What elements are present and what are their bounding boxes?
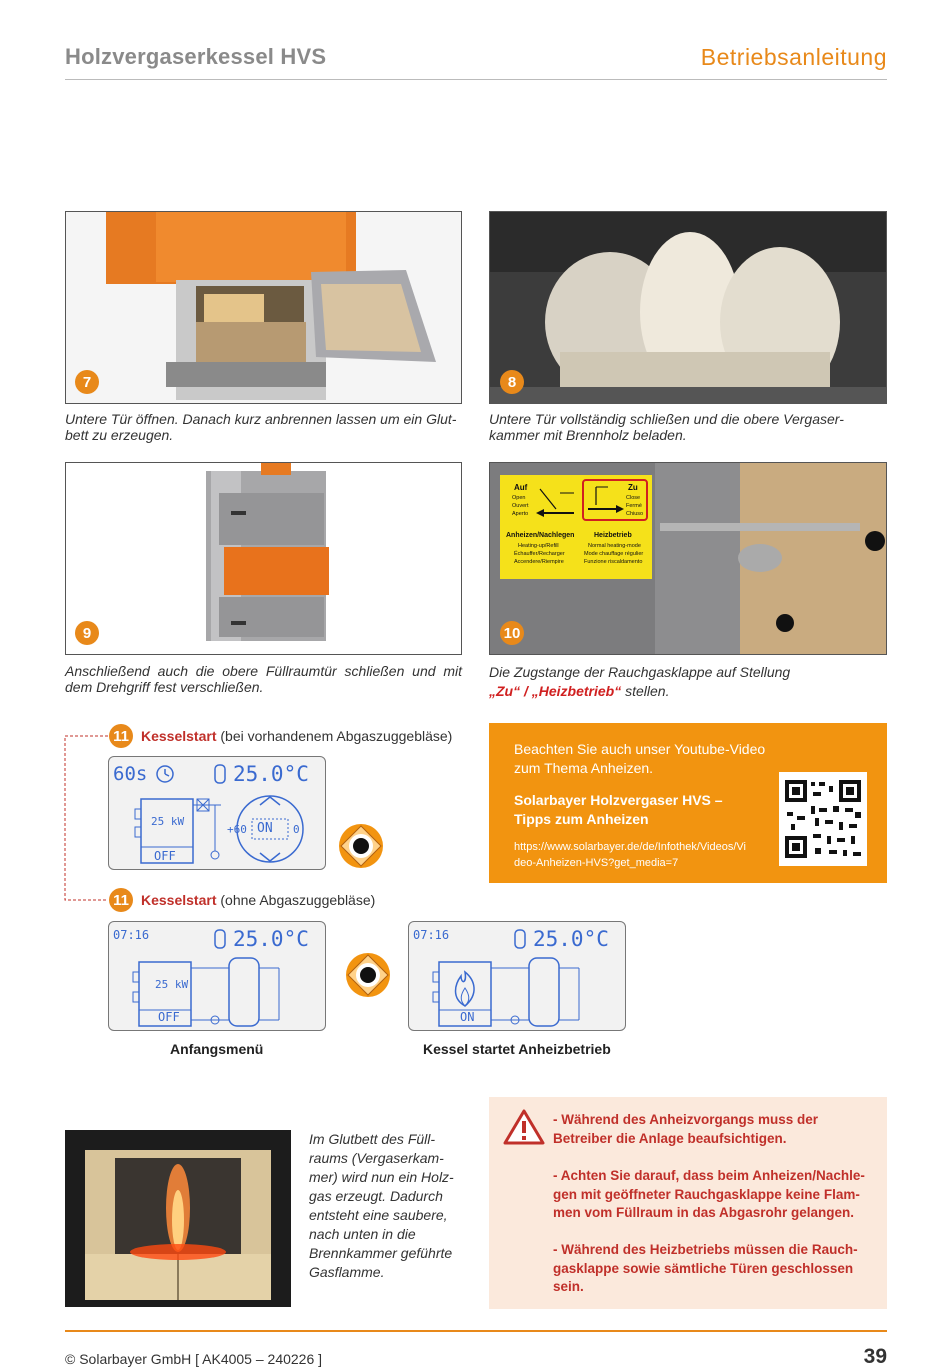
selector-knob-icon[interactable] xyxy=(338,823,384,869)
step-badge-10: 10 xyxy=(500,621,524,645)
copyright: © Solarbayer GmbH [ AK4005 – 240226 ] xyxy=(65,1351,323,1367)
section-title: Betriebsanleitung xyxy=(700,44,887,70)
step-badge-9: 9 xyxy=(75,621,99,645)
qr-code-icon xyxy=(785,780,861,858)
thermometer-icon xyxy=(514,929,526,949)
qr-code[interactable] xyxy=(779,772,867,866)
caption-step-10-pre: Die Zugstange der Rauchgasklappe auf Ste… xyxy=(489,664,791,680)
caption-step-10-highlight: „Zu“ / „Heizbetrieb“ xyxy=(489,683,622,699)
step-badge-11a: 11 xyxy=(109,724,133,748)
lcd1-timer: 60s xyxy=(113,763,148,785)
step-badge-8: 8 xyxy=(500,370,524,394)
sign-zu-title: Zu xyxy=(628,483,638,492)
lcd1-zero: 0 xyxy=(293,823,300,836)
sign-right-title: Heizbetrieb xyxy=(594,532,632,539)
sign-left-line: Heating-up/Refill xyxy=(518,543,559,549)
kesselstart-heading-b: Kesselstart (ohne Abgaszuggebläse) xyxy=(141,892,375,908)
lcd2-time: 07:16 xyxy=(113,928,150,942)
sign-right-line: Funzione riscaldamento xyxy=(584,559,643,565)
sign-open-arrow-icon xyxy=(536,488,574,517)
flap-position-sign: Auf Open Ouvert Aperto Zu Close Fermé Ch… xyxy=(500,475,652,579)
kesselstart-a-rest: (bei vorhandenem Abgaszuggebläse) xyxy=(216,728,453,744)
thermometer-icon xyxy=(214,764,226,784)
photo-step-8 xyxy=(489,211,887,404)
kesselstart-heading-a: Kesselstart (bei vorhandenem Abgaszuggeb… xyxy=(141,728,452,744)
sign-zu-line: Close xyxy=(626,495,641,501)
lcd1-temperature: 25.0°C xyxy=(233,762,309,786)
photo-gas-flame xyxy=(65,1130,291,1307)
lcd-display-heating-start: 07:16 25.0°C ON xyxy=(408,921,626,1031)
caption-step-7: Untere Tür öffnen. Danach kurz anbrennen… xyxy=(65,411,457,443)
step11-connector xyxy=(64,735,108,901)
lcd2-power: 25 kW xyxy=(155,978,189,991)
caption-step-10: Die Zugstange der Rauchgasklappe auf Ste… xyxy=(489,663,887,701)
lcd-display-with-fan: 60s 25.0°C 25 kW OFF +60 ON 0 xyxy=(108,756,326,870)
lcd1-dial xyxy=(236,795,304,863)
sign-close-arrow-icon xyxy=(588,486,624,513)
lcd-display-initial-menu: 07:16 25.0°C 25 kW OFF xyxy=(108,921,326,1031)
info-intro: Beachten Sie auch unser Youtube-Video zu… xyxy=(514,741,766,776)
thermometer-icon xyxy=(214,929,226,949)
clock-icon xyxy=(156,765,174,783)
lcd1-plus: +60 xyxy=(227,823,247,836)
photo-step-9 xyxy=(65,462,462,655)
kesselstart-b-bold: Kesselstart xyxy=(141,892,217,908)
lcd1-power: 25 kW xyxy=(151,815,185,828)
footer-divider xyxy=(65,1330,887,1332)
sign-auf-line: Open xyxy=(512,495,526,501)
step-badge-11b: 11 xyxy=(109,888,133,912)
lcd2-state: OFF xyxy=(158,1010,180,1024)
boiler-system-diagram-icon xyxy=(132,957,280,1027)
sign-left-line: Accendere/Riempire xyxy=(514,559,564,565)
youtube-info-box: Beachten Sie auch unser Youtube-Video zu… xyxy=(489,723,887,883)
step-badge-7: 7 xyxy=(75,370,99,394)
warning-box: - Während des Anheizvorgangs muss der Be… xyxy=(489,1097,887,1309)
flame-description: Im Glutbett des Füll-raums (Vergaserkam-… xyxy=(309,1131,454,1280)
warning-item: - Während des Anheizvorgangs muss der Be… xyxy=(553,1112,819,1146)
sign-right-line: Normal heating-mode xyxy=(588,543,641,549)
warning-triangle-icon xyxy=(503,1109,545,1145)
caption-step-10-post: stellen. xyxy=(621,683,670,699)
sign-left-line: Échauffer/Recharger xyxy=(514,551,565,557)
lcd3-time: 07:16 xyxy=(413,928,450,942)
warning-item: - Während des Heizbetriebs müssen die Ra… xyxy=(553,1242,858,1294)
caption-step-9: Anschließend auch die obere Füllraumtür … xyxy=(65,663,462,695)
page-number: 39 xyxy=(863,1345,887,1368)
boiler-system-diagram-icon xyxy=(432,957,580,1027)
lcd3-temperature: 25.0°C xyxy=(533,927,609,951)
warning-item: - Achten Sie darauf, dass beim Anheizen/… xyxy=(553,1168,865,1220)
sign-zu-frame xyxy=(582,479,648,521)
sign-left-title: Anheizen/Nachlegen xyxy=(506,532,575,539)
label-heating-start: Kessel startet Anheizbetrieb xyxy=(423,1041,611,1057)
info-url-link[interactable]: https://www.solarbayer.de/de/Infothek/Vi… xyxy=(514,841,746,869)
photo-step-7 xyxy=(65,211,462,404)
document-title: Holzvergaserkessel HVS xyxy=(65,44,327,69)
sign-zu-line: Chiuso xyxy=(626,511,644,517)
sign-zu-line: Fermé xyxy=(626,503,642,509)
kesselstart-a-bold: Kesselstart xyxy=(141,728,217,744)
lcd1-state: OFF xyxy=(154,849,176,863)
header-divider xyxy=(65,79,887,80)
info-title: Solarbayer Holzvergaser HVS – Tipps zum … xyxy=(514,792,723,827)
sign-right-line: Mode chauffage régulier xyxy=(584,551,644,557)
sign-auf-line: Aperto xyxy=(512,511,529,517)
kesselstart-b-rest: (ohne Abgaszuggebläse) xyxy=(216,892,376,908)
sign-auf-title: Auf xyxy=(514,483,528,492)
selector-knob-icon[interactable] xyxy=(345,952,391,998)
caption-step-8: Untere Tür vollständig schließen und die… xyxy=(489,411,844,443)
label-initial-menu: Anfangsmenü xyxy=(170,1041,264,1057)
sign-auf-line: Ouvert xyxy=(512,503,529,509)
lcd1-on: ON xyxy=(257,821,273,836)
lcd2-temperature: 25.0°C xyxy=(233,927,309,951)
lcd3-state: ON xyxy=(460,1010,475,1024)
boiler-diagram-icon xyxy=(134,798,221,864)
